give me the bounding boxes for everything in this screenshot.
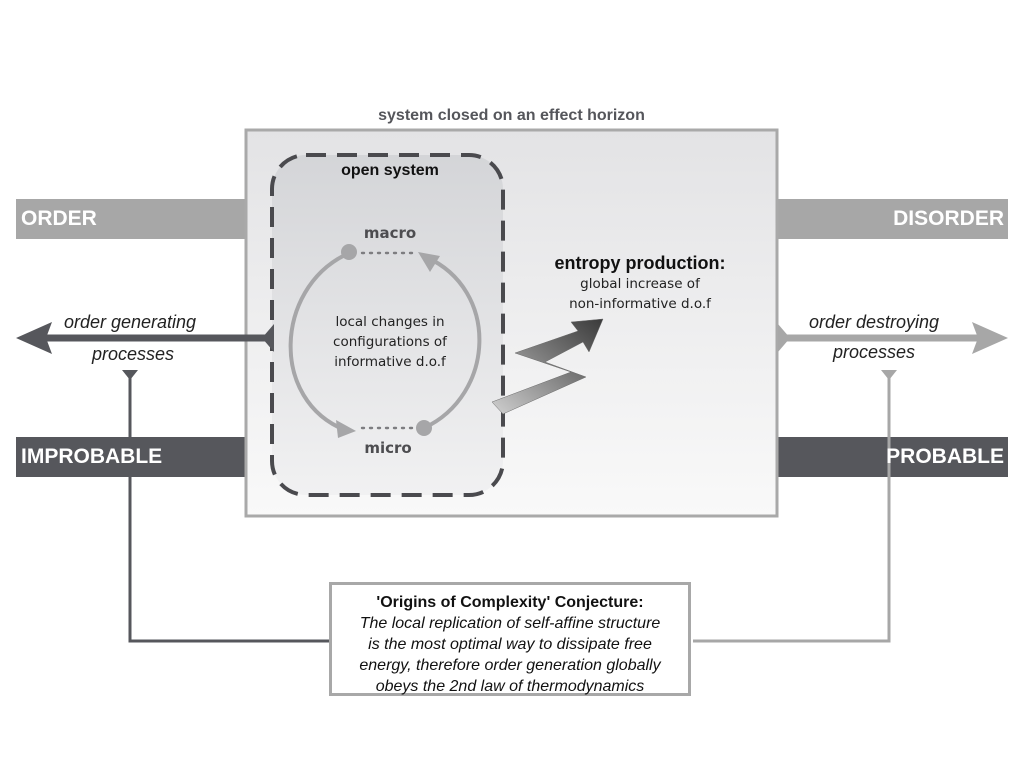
order-destroying-label-line1: order destroying [808, 312, 940, 332]
open-system-label: open system [341, 162, 439, 179]
conjecture-box: 'Origins of Complexity' Conjecture: The … [329, 582, 691, 696]
conjecture-line-3: energy, therefore order generation globa… [359, 657, 661, 674]
improbable-label: IMPROBABLE [21, 445, 163, 468]
entropy-production-block: entropy production: global increase of n… [530, 252, 750, 314]
order-generating-arrow-tail [262, 324, 274, 352]
entropy-line-1: global increase of [580, 276, 700, 292]
entropy-line-2: non-informative d.o.f [569, 296, 711, 312]
macro-micro-cycle [288, 244, 482, 438]
conjecture-title: 'Origins of Complexity' Conjecture: [376, 594, 644, 611]
disorder-label: DISORDER [893, 207, 1004, 230]
entropy-bolt-arrow [491, 318, 604, 415]
probable-label: PROBABLE [886, 445, 1004, 468]
micro-label: micro [364, 439, 412, 457]
entropy-title: entropy production: [554, 253, 726, 273]
conjecture-line-4: obeys the 2nd law of thermodynamics [375, 678, 645, 695]
order-generating-arrowhead [16, 322, 52, 354]
improbable-band [16, 437, 248, 477]
order-generating-label-line2: processes [91, 344, 175, 364]
order-band [16, 199, 248, 239]
right-connector-tip [881, 370, 897, 380]
right-connector-line [693, 374, 891, 643]
probable-band [776, 437, 1008, 477]
conjecture-line-2: is the most optimal way to dissipate fre… [368, 636, 652, 653]
left-connector-tip [122, 370, 138, 380]
open-system-box [270, 153, 505, 497]
closed-system-label: system closed on an effect horizon [378, 107, 645, 124]
order-destroying-arrow-tail [778, 324, 790, 352]
cycle-line-2: configurations of [333, 334, 447, 350]
cycle-line-3: informative d.o.f [334, 354, 446, 370]
order-destroying-label-line2: processes [832, 342, 916, 362]
conjecture-line-1: The local replication of self-affine str… [359, 615, 661, 632]
cycle-description: local changes in configurations of infor… [310, 312, 470, 372]
order-label: ORDER [21, 207, 97, 230]
macro-label: macro [363, 224, 417, 242]
disorder-band [776, 199, 1008, 239]
order-destroying-arrowhead [972, 322, 1008, 354]
cycle-line-1: local changes in [335, 314, 445, 330]
left-connector-line [128, 374, 331, 643]
order-generating-label-line1: order generating [63, 312, 197, 332]
